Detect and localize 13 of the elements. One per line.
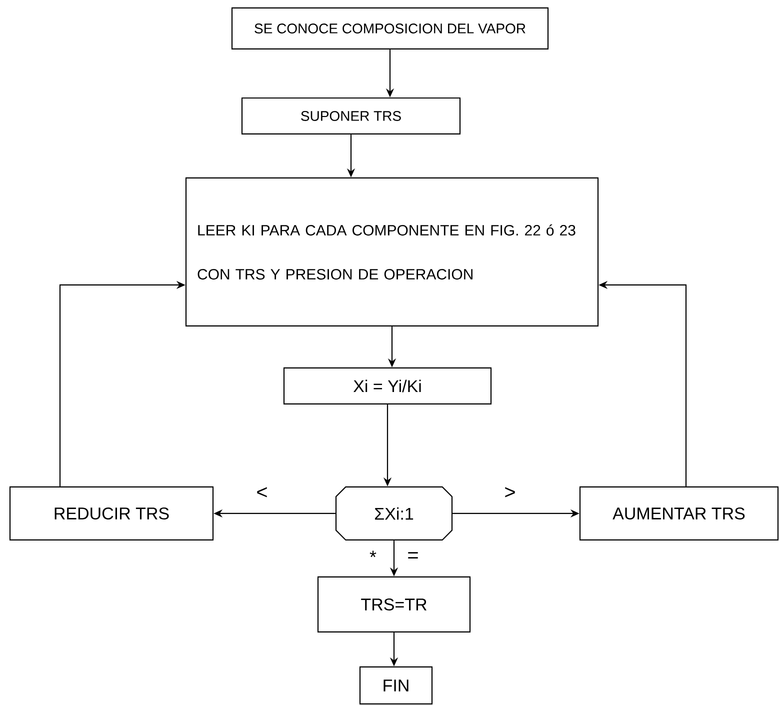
edge-label: >: [503, 486, 517, 500]
process-box: TRS=TR: [317, 576, 471, 633]
decision-hexagon: ΣXi:1: [335, 486, 453, 541]
process-box: Xi = Yi/Ki: [283, 367, 492, 405]
process-box: AUMENTAR TRS: [579, 486, 779, 541]
process-box: LEER KI PARA CADA COMPONENTE EN FIG. 22 ó 23 CON TRS Y PRESION DE OPERACION: [185, 177, 599, 327]
note-mark: *: [370, 550, 376, 558]
process-box: SUPONER TRS: [241, 97, 461, 135]
edge-label: =: [406, 551, 420, 563]
edge-label: <: [255, 486, 269, 500]
process-box: FIN: [359, 666, 433, 705]
process-box: REDUCIR TRS: [9, 486, 214, 541]
process-box: SE CONOCE COMPOSICION DEL VAPOR: [231, 7, 549, 50]
